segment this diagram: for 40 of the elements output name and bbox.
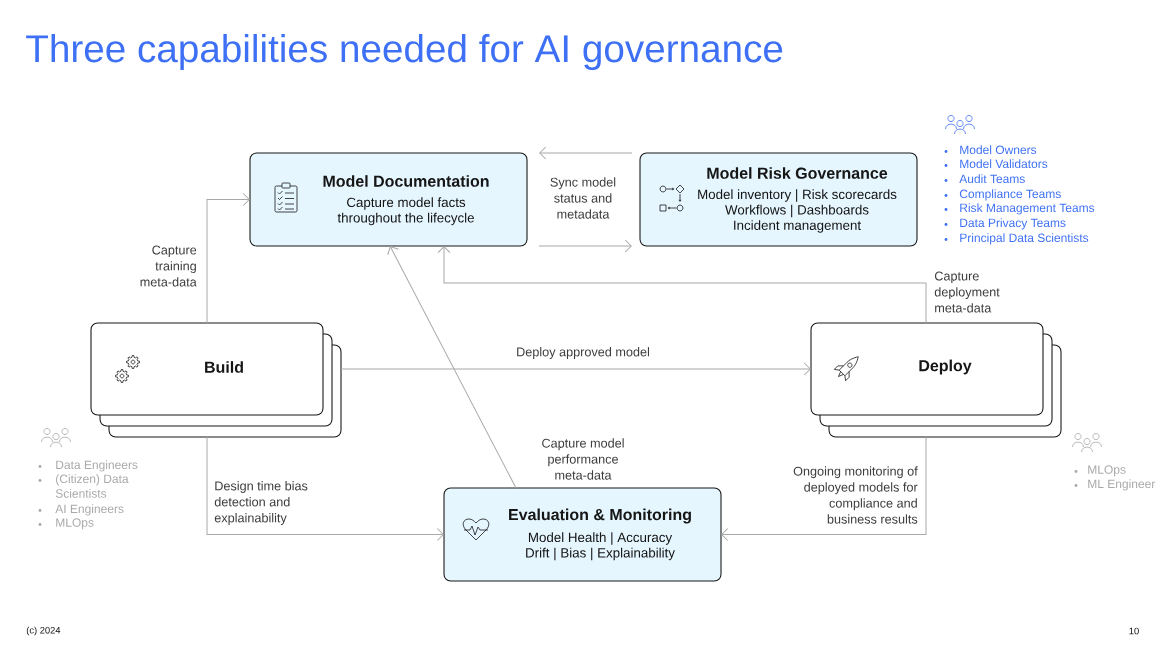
stacked-cards: Deploy [810,322,1062,438]
list-item: Audit Teams [959,174,1025,184]
edge-label: Deploy approved model [517,347,649,359]
list-item: Data Engineers [56,460,138,472]
arrow [437,246,927,324]
edge-label: Ongoing monitoring of deployed models for compliance and business results [793,466,918,524]
list-item: AI Engineers [55,504,124,516]
list-item: Model Owners [960,145,1037,155]
process-box: Evaluation & Monitoring Model Health | Accuracy Drift | Bias | Explainability [443,487,722,582]
list-item: MLOps [1088,465,1126,477]
node-label: Incident management [734,220,861,233]
edge-label: Sync model status and metadata [550,177,616,219]
list-item: MLOps [56,518,94,530]
arrow [721,436,927,541]
list-item: Model Validators [960,159,1048,169]
arrow [206,193,250,324]
arrow [387,246,517,489]
list-item: (Citizen) Data Scientists [55,474,129,498]
list-item: Data Privacy Teams [960,218,1066,230]
list-item: ML Engineer [1088,479,1156,491]
list-item: Risk Management Teams [960,203,1095,215]
slide-title: Three capabilities needed for AI governance [26,34,783,71]
list-item: Principal Data Scientists [960,233,1089,245]
copyright-note: (c) 2024 [26,626,61,636]
arrow [539,146,633,160]
process-box: Model Risk Governance Model inventory | Risk scorecards Workflows | Dashboards Incident management [639,152,918,247]
node-label: Workflows | Dashboards [725,204,869,218]
node-label: Model inventory | Risk scorecards [698,189,897,202]
edge-label: Design time bias detection and explainability [214,481,308,525]
list-item: Compliance Teams [959,189,1061,201]
arrow [538,239,632,253]
edge-label: Capture training meta-data [140,245,197,287]
arrow [206,436,444,541]
node-label: Model Risk Governance [707,167,888,179]
edge-label: Capture model performance meta-data [542,438,624,480]
arrow [340,362,811,376]
process-box: Model Documentation Capture model facts throughout the lifecycle [249,152,528,247]
stacked-cards: Build [90,322,342,438]
edge-label: Capture deployment meta-data [934,271,1000,313]
page-number: 10 [1129,627,1139,635]
